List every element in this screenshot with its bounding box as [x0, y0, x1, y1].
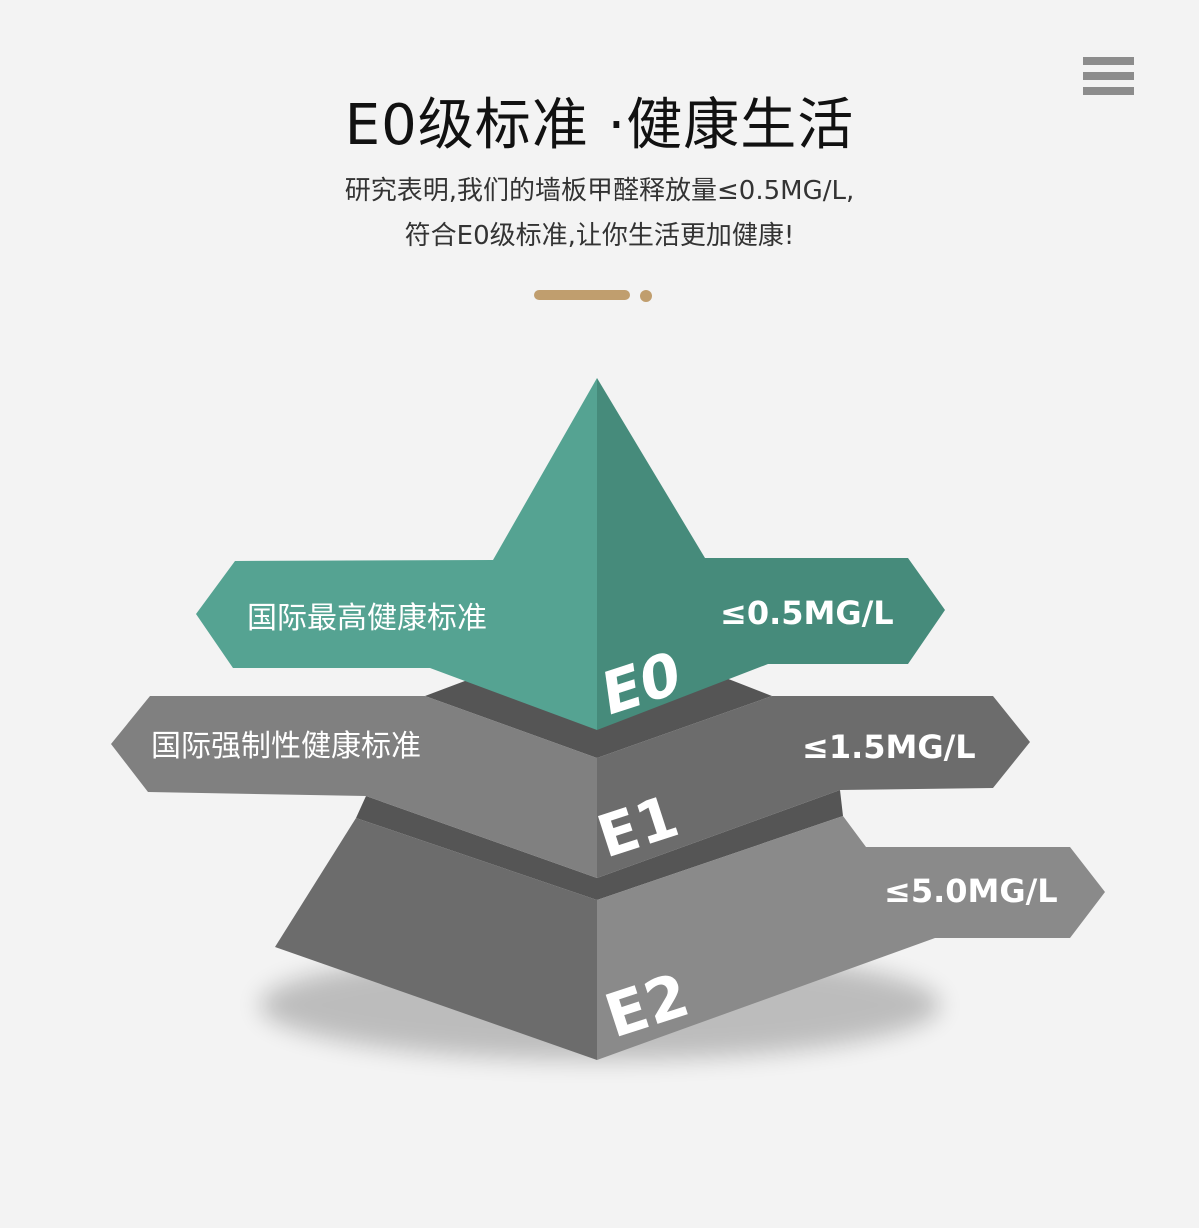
- subtitle-line-2: 符合E0级标准,让你生活更加健康!: [404, 221, 795, 251]
- e1-right-face: [597, 696, 1030, 878]
- page-title: E0级标准 ·健康生活: [344, 93, 855, 158]
- divider-dot: [640, 290, 652, 302]
- e1-left-face: [111, 696, 597, 878]
- e2-band-dark: [356, 790, 843, 900]
- e2-left-face: [275, 818, 597, 1060]
- divider-bar: [534, 290, 630, 300]
- subtitle-line-1: 研究表明,我们的墙板甲醛释放量≤0.5MG/L,: [344, 176, 855, 206]
- e1-description: 国际强制性健康标准: [151, 729, 421, 764]
- hamburger-menu-icon[interactable]: [1083, 57, 1134, 97]
- e0-right-face: [597, 378, 945, 730]
- e2-right-face: [597, 816, 1105, 1060]
- e1-limit: ≤1.5MG/L: [802, 728, 976, 766]
- e0-description: 国际最高健康标准: [247, 601, 487, 636]
- e0-limit: ≤0.5MG/L: [720, 594, 894, 632]
- e0-left-face: [196, 378, 597, 730]
- e2-limit: ≤5.0MG/L: [884, 872, 1058, 910]
